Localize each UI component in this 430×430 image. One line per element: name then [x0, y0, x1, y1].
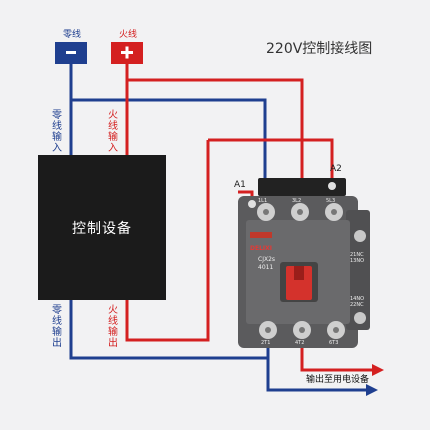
actuator: [286, 266, 312, 300]
aux-contact-bottom: 14NO 22NC: [350, 296, 365, 308]
contactor-brand: DELIXI: [250, 245, 272, 252]
terminal-6t3: 6T3: [329, 340, 339, 346]
minus-icon: [66, 51, 76, 54]
neutral-input-label: 零线输入: [52, 110, 62, 154]
diagram-title: 220V控制接线图: [266, 41, 373, 57]
neutral-output-label: 零线输出: [52, 305, 62, 349]
coil-a2-label: A2: [330, 164, 342, 174]
aux-contact-top: 21NC 13NO: [350, 252, 365, 264]
contactor-code: 4011: [258, 264, 274, 271]
neutral-output-arrow-icon: [366, 384, 378, 396]
neutral-wire: [69, 64, 366, 392]
live-terminal-label: 火线: [118, 30, 137, 40]
contactor-model: CJX2s: [258, 256, 276, 263]
control-device-box: [38, 155, 166, 300]
live-output-label: 火线输出: [108, 305, 118, 349]
contactor: [238, 178, 370, 348]
coil-a1-label: A1: [234, 180, 246, 190]
control-device-label: 控制设备: [72, 221, 132, 237]
output-label: 输出至用电设备: [306, 375, 370, 385]
neutral-terminal-label: 零线: [62, 30, 81, 40]
terminal-4t2: 4T2: [295, 340, 305, 346]
terminal-5l3: 5L3: [326, 198, 336, 204]
terminal-2t1: 2T1: [261, 340, 271, 346]
terminal-3l2: 3L2: [292, 198, 302, 204]
terminal-1l1: 1L1: [258, 198, 268, 204]
live-input-label: 火线输入: [108, 110, 118, 154]
live-output-arrow-icon: [372, 364, 384, 376]
